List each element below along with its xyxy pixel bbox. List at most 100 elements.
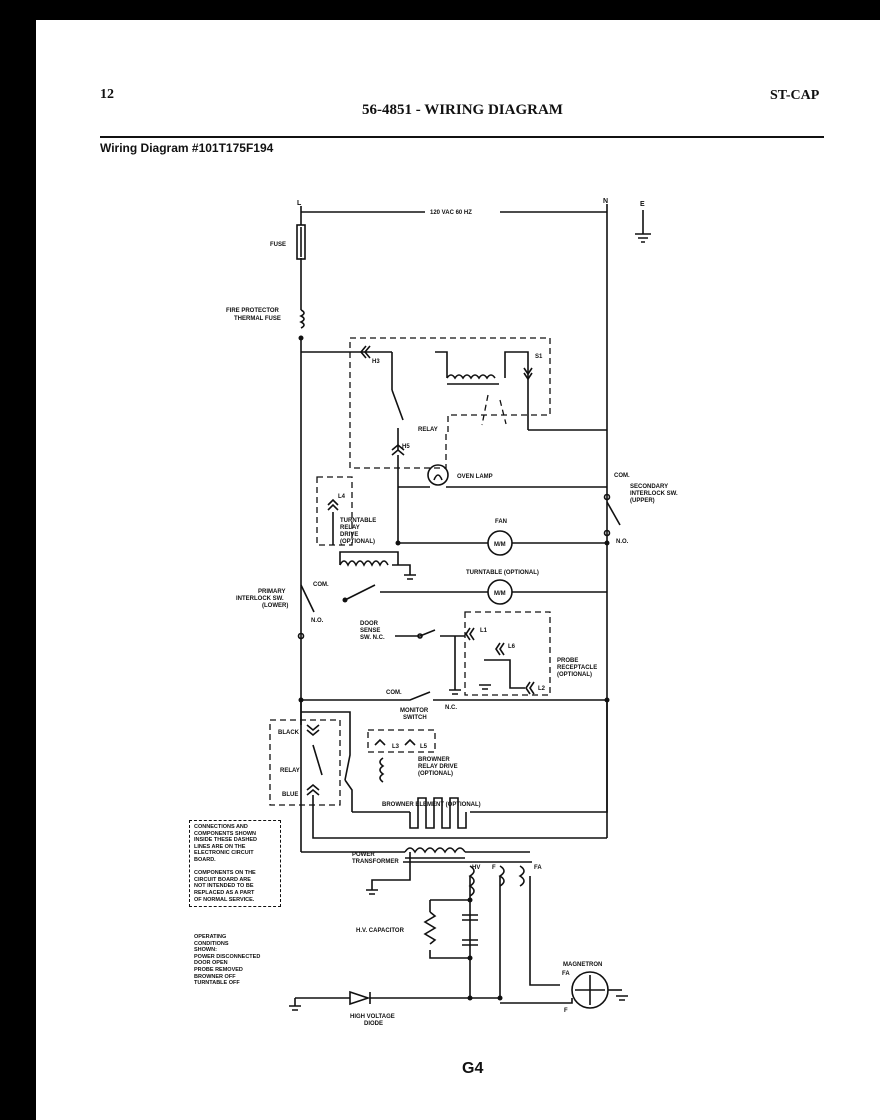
l5-connector-icon [404, 738, 416, 746]
hv-diode-label-2: DIODE [364, 1021, 383, 1027]
com-primary-label: COM. [313, 582, 329, 588]
hv-label: HV [472, 865, 480, 871]
probe-receptacle-label-1: PROBE [557, 658, 578, 664]
hv-capacitor-icon [423, 899, 478, 959]
magnetron-icon [571, 971, 622, 1009]
l4-connector-icon [327, 498, 339, 511]
browner-element-icon [409, 797, 467, 829]
relay-top-label: RELAY [418, 427, 438, 433]
l6-label: L6 [508, 644, 516, 650]
secondary-interlock-label-2: INTERLOCK SW. [630, 491, 678, 497]
ground-icon [616, 995, 628, 1001]
door-sense-label-3: SW. N.C. [360, 635, 385, 641]
supply-label: 120 VAC 60 HZ [430, 210, 472, 216]
l5-label: L5 [420, 744, 428, 750]
label-E: E [640, 201, 645, 208]
l2-connector-icon [525, 681, 535, 695]
h5-label: H5 [402, 444, 410, 450]
power-transformer-label-2: TRANSFORMER [352, 859, 399, 865]
hv-diode-icon [349, 990, 371, 1006]
secondary-interlock-switch-icon [603, 493, 621, 537]
h3-label: H3 [372, 359, 380, 365]
primary-interlock-switch-icon [297, 584, 315, 640]
diagram-subtitle: Wiring Diagram #101T175F194 [100, 141, 274, 155]
browner-relay-label-3: (OPTIONAL) [418, 771, 453, 777]
s1-label: S1 [535, 354, 543, 360]
l4-label: L4 [338, 494, 346, 500]
h3-connector-icon [359, 345, 371, 359]
secondary-interlock-label-1: SECONDARY [630, 484, 668, 490]
browner-relay-outline [367, 729, 436, 753]
no-primary-label: N.O. [311, 618, 324, 624]
turntable-relay-label-4: (OPTIONAL) [340, 539, 375, 545]
fan-motor-label: M/M [494, 542, 506, 548]
power-transformer-icon [403, 847, 532, 897]
oven-lamp-icon [427, 464, 449, 486]
probe-receptacle-label-2: RECEPTACLE [557, 665, 597, 671]
relay-top-switch-icon [391, 389, 404, 450]
hv-diode-label-1: HIGH VOLTAGE [350, 1014, 395, 1020]
monitor-switch-label-1: MONITOR [400, 708, 429, 714]
circuit-board-note-box: CONNECTIONS AND COMPONENTS SHOWN INSIDE … [189, 820, 281, 908]
monitor-wire [301, 691, 607, 701]
header-rule [100, 136, 824, 138]
page-sheet [36, 20, 880, 1120]
turntable-relay-label-1: TURNTABLE [340, 518, 376, 524]
fan-label: FAN [495, 519, 507, 525]
browner-element-label: BROWNER ELEMENT (OPTIONAL) [382, 802, 481, 808]
label-L: L [297, 200, 302, 207]
probe-receptacle-label-3: (OPTIONAL) [557, 672, 592, 678]
turntable-relay-coil-icon [339, 551, 411, 575]
l1-connector-icon [465, 627, 475, 641]
secondary-interlock-label-3: (UPPER) [630, 498, 655, 504]
no-top-label: N.O. [616, 539, 629, 545]
monitor-switch-label-2: SWITCH [403, 715, 427, 721]
probe-board-outline [464, 611, 551, 696]
page-number: 12 [100, 87, 114, 102]
label-N: N [603, 198, 608, 205]
browner-relay-coil-icon [379, 757, 385, 783]
blue-label: BLUE [282, 792, 298, 798]
s1-connector-icon [523, 367, 533, 381]
h3-wire [301, 351, 393, 390]
ground-icon [404, 574, 416, 580]
circuit-board-note: CONNECTIONS AND COMPONENTS SHOWN INSIDE … [194, 824, 257, 903]
turntable-relay-label-3: DRIVE [340, 532, 358, 538]
fire-protector-label-2: THERMAL FUSE [234, 316, 281, 322]
fuse-label: FUSE [270, 242, 286, 248]
browner-relay-label-1: BROWNER [418, 757, 450, 763]
fire-protector-label-1: FIRE PROTECTOR [226, 308, 280, 314]
l1-label: L1 [480, 628, 488, 634]
hv-capacitor-label: H.V. CAPACITOR [356, 928, 405, 934]
page-footer-code: G4 [462, 1060, 484, 1077]
com-monitor-label: COM. [386, 690, 402, 696]
f-mag-label: F [564, 1008, 568, 1014]
ground-icon [289, 998, 301, 1011]
relay-board-outline [349, 337, 551, 469]
fa-mag-label: FA [562, 971, 570, 977]
power-transformer-label-1: POWER [352, 852, 375, 858]
document-code: ST-CAP [770, 88, 820, 103]
door-sense-label-2: SENSE [360, 628, 380, 634]
com-top-label: COM. [614, 473, 630, 479]
turntable-relay-outline [316, 476, 353, 546]
turntable-motor-icon [487, 579, 513, 605]
fa-label: FA [534, 865, 542, 871]
nc-monitor-label: N.C. [445, 705, 457, 711]
browner-element-wire [352, 700, 608, 813]
primary-interlock-label-2: INTERLOCK SW. [236, 596, 284, 602]
magnetron-label: MAGNETRON [563, 962, 602, 968]
relay-lower-switch-icon [312, 744, 323, 776]
oven-lamp-label: OVEN LAMP [457, 474, 493, 480]
f-label: F [492, 865, 496, 871]
primary-interlock-label-1: PRIMARY [258, 589, 285, 595]
browner-relay-label-2: RELAY DRIVE [418, 764, 458, 770]
fan-motor-icon [487, 530, 513, 556]
thermal-fuse-icon [298, 309, 305, 341]
lower-relay-board-outline [269, 719, 341, 806]
black-label: BLACK [278, 730, 300, 736]
page-title: 56-4851 - WIRING DIAGRAM [362, 102, 563, 118]
ground-icon [366, 889, 378, 895]
black-connector-icon [306, 724, 320, 737]
turntable-optional-label: TURNTABLE (OPTIONAL) [466, 570, 539, 576]
